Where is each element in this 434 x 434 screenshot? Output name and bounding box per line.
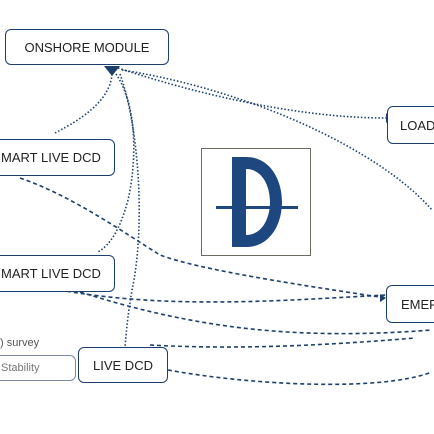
live-dcd-label: LIVE DCD bbox=[93, 357, 153, 373]
smart-live-dcd-node-2[interactable]: MART LIVE DCD bbox=[0, 255, 115, 292]
smart-live-dcd-node-1[interactable]: MART LIVE DCD bbox=[0, 139, 115, 176]
survey-label: ) survey bbox=[0, 337, 40, 349]
load-node[interactable]: LOAD bbox=[387, 106, 434, 144]
live-dcd-node[interactable]: LIVE DCD bbox=[78, 347, 168, 383]
emer-node[interactable]: EMEF bbox=[386, 285, 434, 323]
logo-frame: D bbox=[201, 148, 311, 256]
emer-label: EMEF bbox=[401, 296, 434, 312]
connector-module-trunk-b bbox=[119, 73, 140, 349]
arrowhead-emer bbox=[380, 294, 386, 302]
connector-live-dcd-mid bbox=[149, 337, 416, 348]
connector-dcd2-to-emer bbox=[79, 291, 433, 335]
stability-node[interactable]: Stability bbox=[0, 355, 76, 381]
connector-live-dcd-right bbox=[167, 369, 433, 386]
logo-letter: D bbox=[202, 149, 203, 150]
connector-module-to-dcd1 bbox=[54, 73, 113, 134]
connector-dcd1-down bbox=[19, 177, 387, 299]
smart-live-dcd-label-1: MART LIVE DCD bbox=[1, 150, 101, 165]
connector-dcd2-to-emer-b bbox=[59, 289, 387, 303]
arrowhead-module bbox=[104, 66, 120, 76]
onshore-module-node[interactable]: ONSHORE MODULE bbox=[5, 29, 169, 65]
d-logo-icon: D bbox=[202, 149, 298, 247]
smart-live-dcd-label-2: MART LIVE DCD bbox=[1, 266, 101, 281]
onshore-module-label: ONSHORE MODULE bbox=[24, 39, 150, 55]
stability-label: Stability bbox=[1, 361, 40, 374]
connector-module-to-load bbox=[117, 67, 387, 119]
load-label: LOAD bbox=[400, 117, 434, 133]
